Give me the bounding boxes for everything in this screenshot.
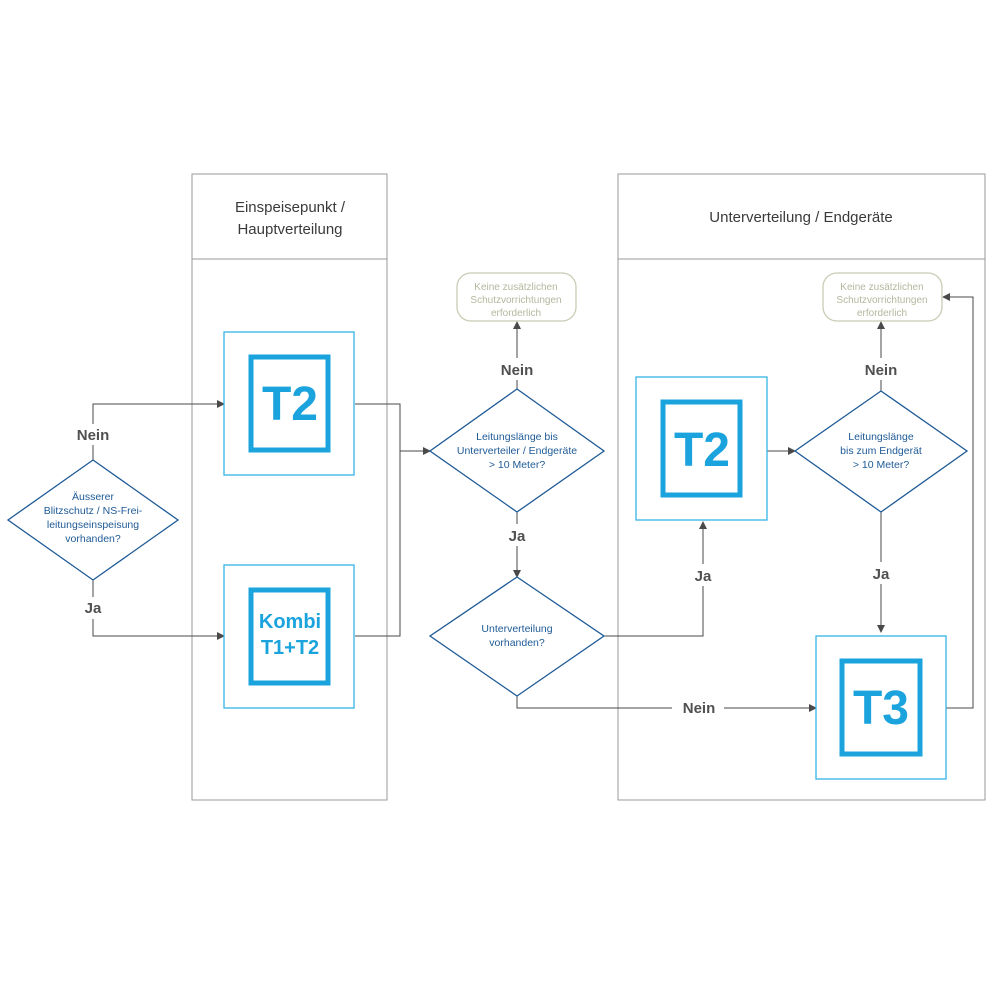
decision-unterverteilung-vorhanden: Unterverteilung vorhanden? [428,576,606,697]
decision-text-line: > 10 Meter? [853,459,909,471]
decision-text-line: vorhanden? [65,533,121,545]
device-kombi-t1-t2: Kombi T1+T2 [223,564,355,709]
decision-text-line: Äusserer [72,491,115,503]
edge-label-ja-left: Ja [85,600,102,617]
device-label: T3 [853,682,909,735]
edge-label-ja-mid: Ja [509,528,526,545]
decision-text-line: Leitungslänge [848,431,914,443]
decision-text-line: Unterverteiler / Endgeräte [457,445,577,457]
decision-text-line: leitungseinspeisung [47,519,139,531]
terminal-keine-schutzvorrichtungen-1: Keine zusätzlichen Schutzvorrichtungen e… [456,272,577,322]
edge-label-nein-right: Nein [865,362,898,379]
flow-lines [92,293,974,712]
terminal-text-line: Keine zusätzlichen [840,282,923,293]
device-label: Kombi [259,611,321,633]
decision-leitungslaenge-unterverteiler: Leitungslänge bis Unterverteiler / Endge… [428,388,606,513]
device-label: T1+T2 [261,637,319,659]
device-t3: T3 [815,635,947,780]
edge-label-ja-right: Ja [873,566,890,583]
device-t2-unterverteilung: T2 [635,376,768,521]
terminal-keine-schutzvorrichtungen-2: Keine zusätzlichen Schutzvorrichtungen e… [822,272,943,322]
decision-text-line: bis zum Endgerät [840,445,922,457]
panel-title-right: Unterverteilung / Endgeräte [709,209,892,226]
terminal-text-line: erforderlich [857,308,907,319]
edge-label-nein-mid: Nein [501,362,534,379]
edge-label-nein-bottom: Nein [683,700,716,717]
edge-label-ja-sub: Ja [695,568,712,585]
terminal-text-line: Schutzvorrichtungen [836,295,927,306]
terminal-text-line: Keine zusätzlichen [474,282,557,293]
device-t2-main: T2 [223,331,355,476]
device-label: T2 [674,424,730,477]
decision-text-line: Blitzschutz / NS-Frei- [44,505,143,517]
terminal-text-line: erforderlich [491,308,541,319]
decision-text-line: Leitungslänge bis [476,431,558,443]
terminal-text-line: Schutzvorrichtungen [470,295,561,306]
device-label: T2 [262,378,318,431]
panel-title-left-2: Hauptverteilung [237,221,342,238]
panel-title-left-1: Einspeisepunkt / [235,199,346,216]
decision-aeusserer-blitzschutz: Äusserer Blitzschutz / NS-Frei- leitungs… [6,459,180,581]
decision-text-line: vorhanden? [489,637,545,649]
decision-text-line: > 10 Meter? [489,459,545,471]
edge-label-nein-left: Nein [77,427,110,444]
decision-leitungslaenge-endgeraet: Leitungslänge bis zum Endgerät > 10 Mete… [793,390,969,513]
decision-text-line: Unterverteilung [481,623,552,635]
